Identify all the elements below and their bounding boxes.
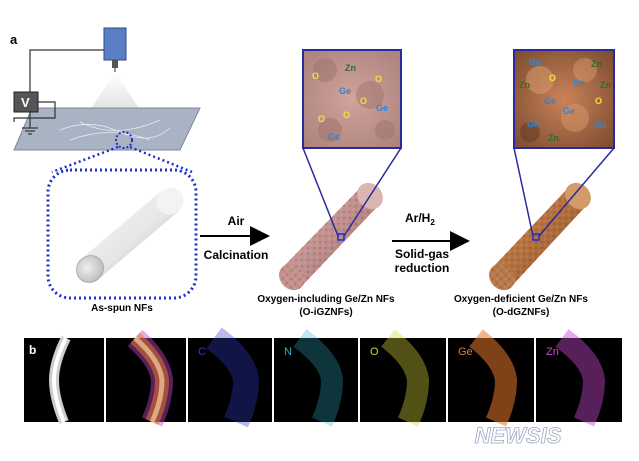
step2-gas-subscript: 2 <box>430 218 435 227</box>
atom-label-o: O <box>595 96 602 106</box>
map-label-ge: Ge <box>458 346 473 358</box>
atom-label-ge: Ge <box>339 86 351 96</box>
atom-label-zn: Zn <box>548 133 559 143</box>
o-dgznf-fiber-icon <box>489 182 591 291</box>
map-label-zn: Zn <box>546 346 559 358</box>
as-spun-fiber-icon <box>76 187 184 283</box>
zinc-map <box>536 338 622 422</box>
collector-plate-icon <box>13 107 201 151</box>
oxygen-map <box>360 338 446 422</box>
map-label-c: C <box>198 346 206 358</box>
product1-name: Oxygen-including Ge/Zn NFs <box>257 294 395 305</box>
atom-label-zn: Zn <box>519 80 530 90</box>
atom-label-ge: Ge <box>573 78 585 88</box>
panel-b-label: b <box>29 343 36 357</box>
atom-label-o: O <box>312 71 319 81</box>
voltage-label: V <box>21 95 30 110</box>
as-spun-zoom-box <box>46 145 198 300</box>
step2-bottom-line1: Solid-gas <box>395 247 449 261</box>
map-label-n: N <box>284 346 292 358</box>
atom-label-zn: Zn <box>600 80 611 90</box>
atom-label-ge: Ge <box>529 57 541 67</box>
step1-top-label: Air <box>228 214 245 228</box>
needle-icon <box>112 60 118 68</box>
product1-abbrev: (O-iGZNFs) <box>299 307 352 318</box>
atom-label-ge: Ge <box>376 103 388 113</box>
atom-label-o: O <box>360 96 367 106</box>
step2-top-label: Ar/H2 <box>405 211 435 227</box>
o-igznf-fiber-icon <box>279 182 383 291</box>
atom-label-zn: Zn <box>345 63 356 73</box>
atom-label-zn: Zn <box>591 59 602 69</box>
as-spun-label: As-spun NFs <box>91 303 153 314</box>
product2-abbrev: (O-dGZNFs) <box>493 307 550 318</box>
nitrogen-map <box>274 338 358 422</box>
atom-label-ge: Ge <box>527 119 539 129</box>
atom-label-ge: Ge <box>563 106 575 116</box>
atom-label-o: O <box>375 74 382 84</box>
zoom-circle <box>115 131 133 149</box>
atom-label-o: O <box>549 73 556 83</box>
atom-label-o: O <box>343 110 350 120</box>
step2-gas-label: Ar/H <box>405 211 430 225</box>
o-dgznf-atomic-inset: Ge Zn Zn O Ge Zn O Ge Ge Ge Zn Ge <box>513 49 615 237</box>
newsis-watermark: NEWSIS <box>475 423 562 448</box>
o-igznf-atomic-inset: Zn O O Ge O Ge O O Ge <box>302 49 402 237</box>
syringe-icon <box>103 27 127 61</box>
step2-bottom-line2: reduction <box>395 261 450 275</box>
carbon-map <box>188 338 272 422</box>
atom-label-o: O <box>318 114 325 124</box>
atom-label-ge: Ge <box>328 132 340 142</box>
map-label-o: O <box>370 346 379 358</box>
step1-bottom-label: Calcination <box>204 248 269 262</box>
eds-map-strip: b C N O Ge Zn <box>24 327 622 428</box>
electrospinning-setup: V <box>13 27 201 151</box>
atom-label-ge: Ge <box>544 96 556 106</box>
panel-a-label: a <box>10 32 18 47</box>
atom-label-ge: Ge <box>595 120 607 130</box>
product2-name: Oxygen-deficient Ge/Zn NFs <box>454 294 588 305</box>
